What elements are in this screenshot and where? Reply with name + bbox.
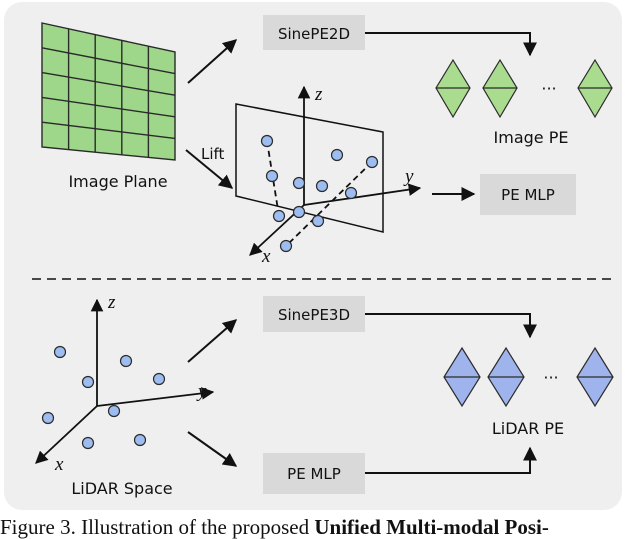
lidar-pe-diamond <box>443 346 481 408</box>
image-pe-diamond <box>577 58 613 119</box>
sinepe3d-label: SinePE3D <box>278 306 350 324</box>
point <box>53 345 67 359</box>
connector-sinepe2d-to-image-pe <box>365 32 537 57</box>
projection-plane <box>235 103 384 233</box>
lift-arrow <box>185 149 234 189</box>
point <box>260 134 274 148</box>
lifted-points <box>260 134 379 253</box>
sinepe2d-label: SinePE2D <box>278 25 350 43</box>
sinepe2d-box <box>263 15 365 50</box>
caption-prefix: Figure 3. Illustration of the proposed <box>0 516 315 539</box>
point <box>152 372 166 386</box>
point <box>330 148 344 162</box>
arrow-to-bottom-pe-mlp <box>187 431 238 467</box>
point <box>365 155 379 169</box>
point <box>311 214 325 228</box>
lift-dashed-lines <box>266 140 373 247</box>
arrow-to-sinepe3d <box>187 319 238 363</box>
bottom-axis-y-label: y <box>196 381 207 402</box>
top-axis-y-label: y <box>403 166 414 187</box>
top-axis-z-label: z <box>314 84 323 105</box>
image-plane-label: Image Plane <box>68 172 167 191</box>
sinepe3d-box <box>263 296 365 332</box>
caption-bold: Unified Multi-modal Posi- <box>314 516 549 539</box>
bottom-axis-x-label: x <box>54 454 64 475</box>
point <box>279 239 293 253</box>
figure-caption: Figure 3. Illustration of the proposed U… <box>0 516 640 539</box>
image-pe-diamonds <box>435 58 613 119</box>
lidar-pe-diamond <box>487 346 525 408</box>
point <box>292 176 306 190</box>
connector-sinepe3d-to-lidar-pe <box>365 313 537 339</box>
lidar-space-label: LiDAR Space <box>71 479 172 498</box>
point <box>315 179 329 193</box>
bottom-axis-z-label: z <box>107 292 116 313</box>
point <box>133 433 147 447</box>
lidar-pe-label: LiDAR PE <box>492 419 564 438</box>
lidar-pe-diamond <box>576 346 614 408</box>
lidar-points <box>41 345 166 450</box>
point <box>81 436 95 450</box>
point <box>272 209 286 223</box>
top-pe-mlp-box <box>480 174 576 215</box>
point <box>119 354 133 368</box>
image-plane-grid <box>41 22 176 161</box>
bottom-pe-mlp-label: PE MLP <box>287 465 341 483</box>
image-pe-label: Image PE <box>494 128 569 147</box>
lift-label: Lift <box>201 145 225 163</box>
point <box>81 375 95 389</box>
image-pe-diamond <box>482 58 518 119</box>
bottom-pe-mlp-box <box>263 453 365 494</box>
image-pe-ellipsis: ··· <box>541 79 556 98</box>
point <box>292 205 306 219</box>
top-axis-x-label: x <box>261 246 271 267</box>
point <box>107 404 121 418</box>
lidar-pe-ellipsis: ··· <box>543 368 558 387</box>
lidar-pe-diamonds <box>443 346 614 408</box>
point <box>41 411 55 425</box>
connector-mlp-to-lidar-pe <box>365 446 537 474</box>
point <box>344 186 358 200</box>
point <box>265 169 279 183</box>
top-pe-mlp-label: PE MLP <box>501 186 555 204</box>
bottom-3d-axes <box>35 298 215 464</box>
arrow-to-sinepe2d <box>187 39 238 84</box>
image-pe-diamond <box>435 58 471 119</box>
